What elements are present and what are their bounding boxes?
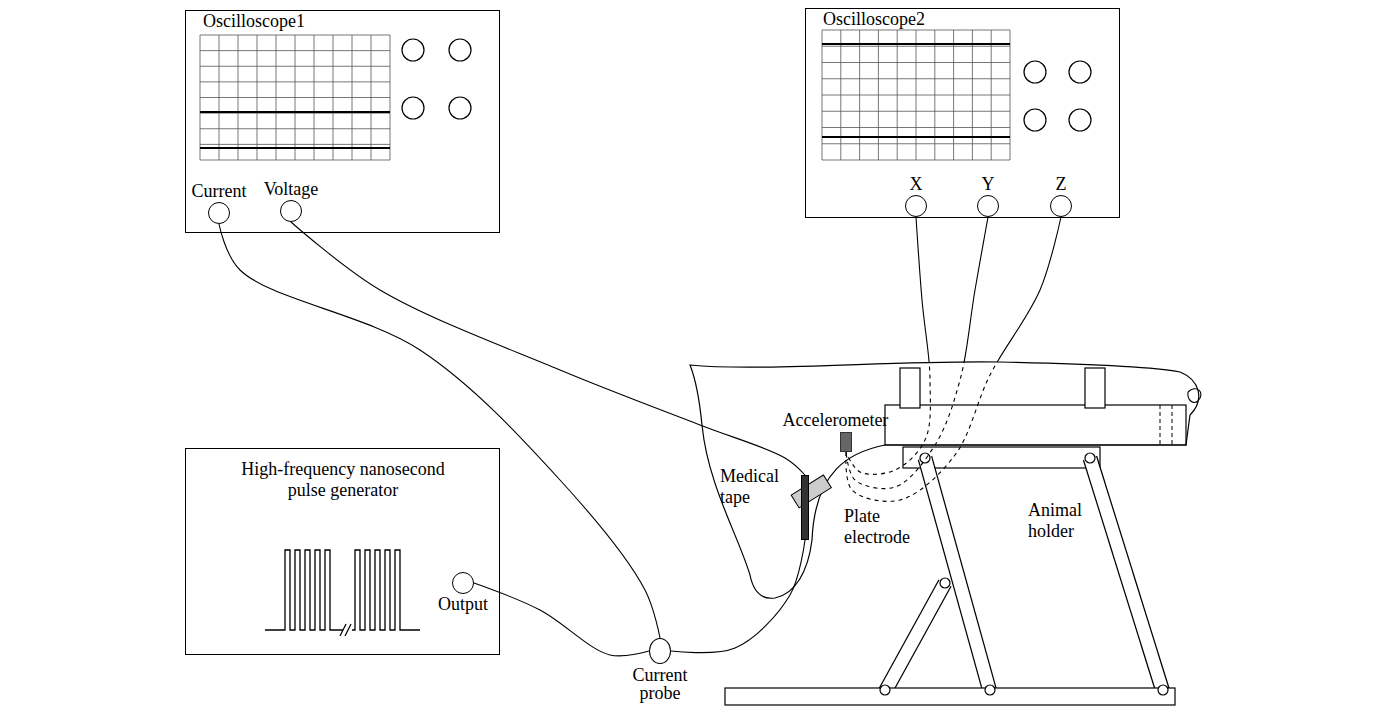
wire [846,217,988,489]
holder-strap [1172,405,1173,445]
holder-legs [885,458,1163,692]
wire [219,224,660,638]
holder-post [1085,368,1105,408]
trace-line [200,111,390,113]
input-port: Voltage [280,200,302,222]
accelerometer: Accelerometer [840,432,852,452]
scope-knobs [1024,61,1091,131]
input-port: Current [208,202,230,224]
wire [671,540,805,653]
holder-strap [1160,405,1161,445]
wire [846,217,930,474]
node-label: Current [192,182,247,201]
trace-line [822,43,1010,45]
input-port: Y [977,195,999,217]
node-label: High-frequency nanosecond pulse generato… [233,459,453,500]
generator-box: High-frequency nanosecond pulse generato… [185,448,500,655]
trace-line [822,136,1010,138]
medical-tape [791,475,831,508]
holder-post [900,368,920,408]
output-port: Output [452,572,474,594]
wire [474,583,649,656]
node-label: Current probe [620,666,700,702]
animal-ear [1188,389,1201,403]
wire [846,217,1061,501]
oscilloscope-box: Oscilloscope2X Y Z [805,8,1120,218]
node-label: Accelerometer [782,411,888,430]
oscilloscope-box: Oscilloscope1CurrentVoltage [185,10,500,233]
node-label: Oscilloscope2 [823,10,925,29]
scope-grid [200,35,390,160]
node-label: Output [438,595,488,614]
pivot-joint [880,453,1168,695]
input-port: Z [1050,195,1072,217]
node-label: Oscilloscope1 [203,12,305,31]
node-label: Y [982,175,995,194]
node-label: X [910,175,923,194]
node-label: Z [1056,175,1067,194]
trace-line [200,147,390,149]
node-label: Plate electrode [844,506,924,547]
pulse-waveform [265,550,420,630]
input-port: X [905,195,927,217]
part-label: Animal holder [1028,500,1090,541]
holder-base [725,688,1175,705]
holder-frame [885,405,1186,445]
plate-electrode: Plate electrode [801,475,809,540]
scope-grid [822,30,1010,160]
current-probe: Current probe [649,638,671,664]
scope-knobs [402,39,471,119]
part-label: Medical tape [720,466,780,507]
wire [291,222,805,475]
break-mark [340,624,351,636]
node-label: Voltage [264,180,319,199]
